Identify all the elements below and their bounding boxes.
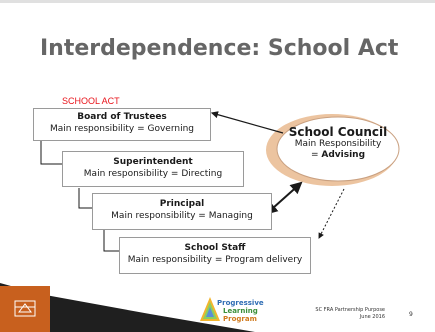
council-title: School Council [288,125,388,139]
connector-board-superintendent [40,140,62,165]
box-board-of-trustees: Board of Trustees Main responsibility = … [33,108,211,141]
logo-text: Progressive Learning Program [217,299,264,323]
connector-principal-staff [103,230,119,252]
school-council: School Council Main Responsibility = Adv… [283,125,393,161]
council-subtitle: Main Responsibility [294,139,382,149]
logo-line-1: Progressive [217,299,264,307]
box-responsibility: Main responsibility = Program delivery [127,255,303,265]
box-superintendent: Superintendent Main responsibility = Dir… [62,151,244,187]
hierarchy-connectors [40,140,119,252]
footer-caption: SC FRA Partnership Purpose June 2016 [310,307,385,321]
box-school-staff: School Staff Main responsibility = Progr… [119,237,311,274]
box-title: Board of Trustees [77,112,167,122]
arrow-principal-council [265,181,303,215]
arrow-council-to-board [210,111,284,134]
logo-line-3: Program [223,315,257,323]
progressive-learning-logo-icon [200,297,220,321]
bottom-left-corner [0,286,50,332]
box-responsibility: Main responsibility = Directing [83,169,223,179]
box-principal: Principal Main responsibility = Managing [92,193,272,230]
council-eq: = [310,150,322,160]
box-responsibility: Main responsibility = Managing [111,211,253,221]
box-title: Superintendent [113,157,193,167]
footer-crest-icon [14,300,36,317]
bottom-left-wedge [0,283,255,332]
footer-line-2: June 2016 [359,314,385,320]
section-label: SCHOOL ACT [62,96,120,106]
arrow-council-staff [318,188,345,239]
box-title: School Staff [184,243,246,253]
top-bar [0,0,435,3]
council-role-line: = Advising [283,150,393,161]
box-responsibility: Main responsibility = Governing [49,124,195,134]
council-ellipse [276,116,400,182]
slide-title: Interdependence: School Act [40,36,399,61]
logo-line-2: Learning [223,307,258,315]
council-role: Advising [321,150,366,160]
footer-line-1: SC FRA Partnership Purpose [315,307,385,313]
page-number: 9 [409,311,413,318]
box-title: Principal [159,199,205,209]
connector-superintendent-principal [78,188,92,209]
